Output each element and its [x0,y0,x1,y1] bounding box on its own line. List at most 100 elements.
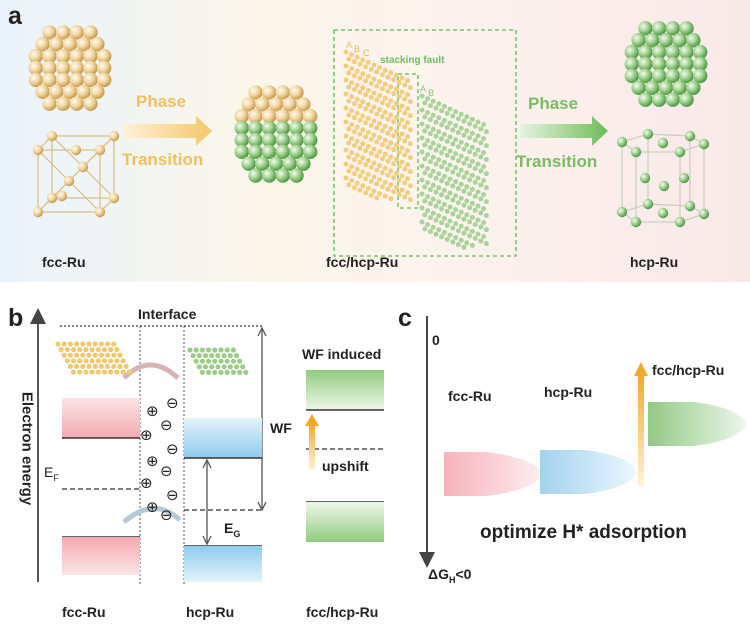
stacking-atom-gold [354,166,360,172]
stacking-atom-gold [346,84,352,90]
stacking-atom-gold [351,185,357,191]
layer-label-b: B [354,44,361,54]
green-atom [693,44,708,60]
stacking-atom-green [433,119,439,125]
stacking-atom-gold [405,106,411,112]
green-cell-atom [698,138,710,150]
b-gold-atom [61,341,67,347]
stacking-atom-green [483,213,489,219]
stacking-atom-gold [371,160,377,166]
stacking-atom-gold [402,138,408,144]
stacking-atom-green [461,132,467,138]
stacking-atom-gold [349,94,355,100]
stacking-atom-gold [363,78,369,84]
stacking-atom-green [469,214,475,220]
stacking-atom-gold [360,85,366,91]
stacking-atom-gold [393,170,399,176]
stacking-atom-gold [360,155,366,161]
stacking-atom-green [461,118,467,124]
stacking-atom-green [433,161,439,167]
b-green-atom [215,353,221,359]
b-green-atom [230,369,236,375]
gold-cell-atom [32,206,44,218]
mixed-atom [248,168,263,183]
stacking-atom-gold [365,87,371,93]
stacking-atom-gold [343,63,349,69]
stacking-atom-green [453,137,459,143]
green-atom [651,56,667,72]
stacking-atom-green [461,216,467,222]
fermi-level-label: EF [44,464,59,483]
b-green-atom [237,369,243,375]
b-gold-atom [86,363,92,369]
mixed-atom [289,108,304,124]
stacking-atom-gold [360,169,366,175]
b-green-atom [237,358,243,364]
fcc-hcp-lower-band [306,502,384,542]
b-green-atom [199,358,205,364]
stacking-atom-green [422,114,428,120]
green-atom [651,92,667,107]
gold-atom [62,37,78,52]
stacking-atom-gold [357,159,363,165]
stacking-atom-gold [363,176,369,182]
mixed-atom [261,144,277,160]
b-gold-atom [58,347,64,353]
stacking-atom-gold [407,127,413,133]
stacking-atom-gold [399,117,405,123]
stacking-atom-green [478,126,484,132]
stacking-atom-gold [399,159,405,165]
stacking-atom-green [422,100,428,106]
b-gold-atom [101,369,108,375]
stacking-atom-green [425,208,431,214]
b-gold-atom [77,358,83,364]
b-gold-atom [117,352,123,358]
stacking-atom-gold [351,171,357,177]
stacking-atom-gold [405,120,411,126]
gold-atom [83,96,98,111]
gold-cell-atom [94,144,106,156]
mixed-atom [303,108,318,124]
gold-atom [83,60,98,76]
green-atom [638,92,653,107]
stacking-atom-green [461,160,467,166]
stacking-atom-gold [377,149,383,155]
stacking-atom-gold [346,126,352,132]
stacking-atom-green [458,237,464,243]
stacking-atom-green [450,141,456,147]
stacking-atom-green [478,196,484,202]
stacking-atom-gold [349,150,355,156]
stacking-atom-green [450,155,456,161]
green-atom [631,33,646,48]
green-atom [645,33,660,48]
panel-b-letter: b [8,304,24,332]
stacking-atom-green [441,131,447,137]
stacking-atom-green [427,159,433,165]
gold-atom [49,37,64,52]
stacking-atom-green [444,236,450,242]
gold-atom [97,48,112,64]
b-gold-atom [98,352,104,358]
b-green-atom [196,353,202,359]
stacking-atom-green [419,191,425,197]
stacking-atom-green [458,195,464,201]
stacking-atom-green [472,193,478,199]
stacking-atom-green [430,210,436,216]
b-gold-atom [95,369,101,375]
stacking-atom-green [455,172,461,178]
b-green-atom [209,364,215,370]
stacking-atom-green [453,123,459,129]
stacking-atom-green [425,222,431,228]
stacking-atom-green [467,121,473,127]
stacking-atom-gold [368,66,374,72]
b-green-atom [215,364,221,370]
stacking-atom-green [444,166,450,172]
mixed-atom [275,132,291,148]
stacking-atom-green [464,156,470,162]
stacking-atom-gold [379,100,385,106]
stacking-atom-gold [360,71,366,77]
stacking-atom-gold [346,182,352,188]
hcp-ru-adsorption-lobe [540,450,636,494]
b-gold-atom [120,358,126,364]
